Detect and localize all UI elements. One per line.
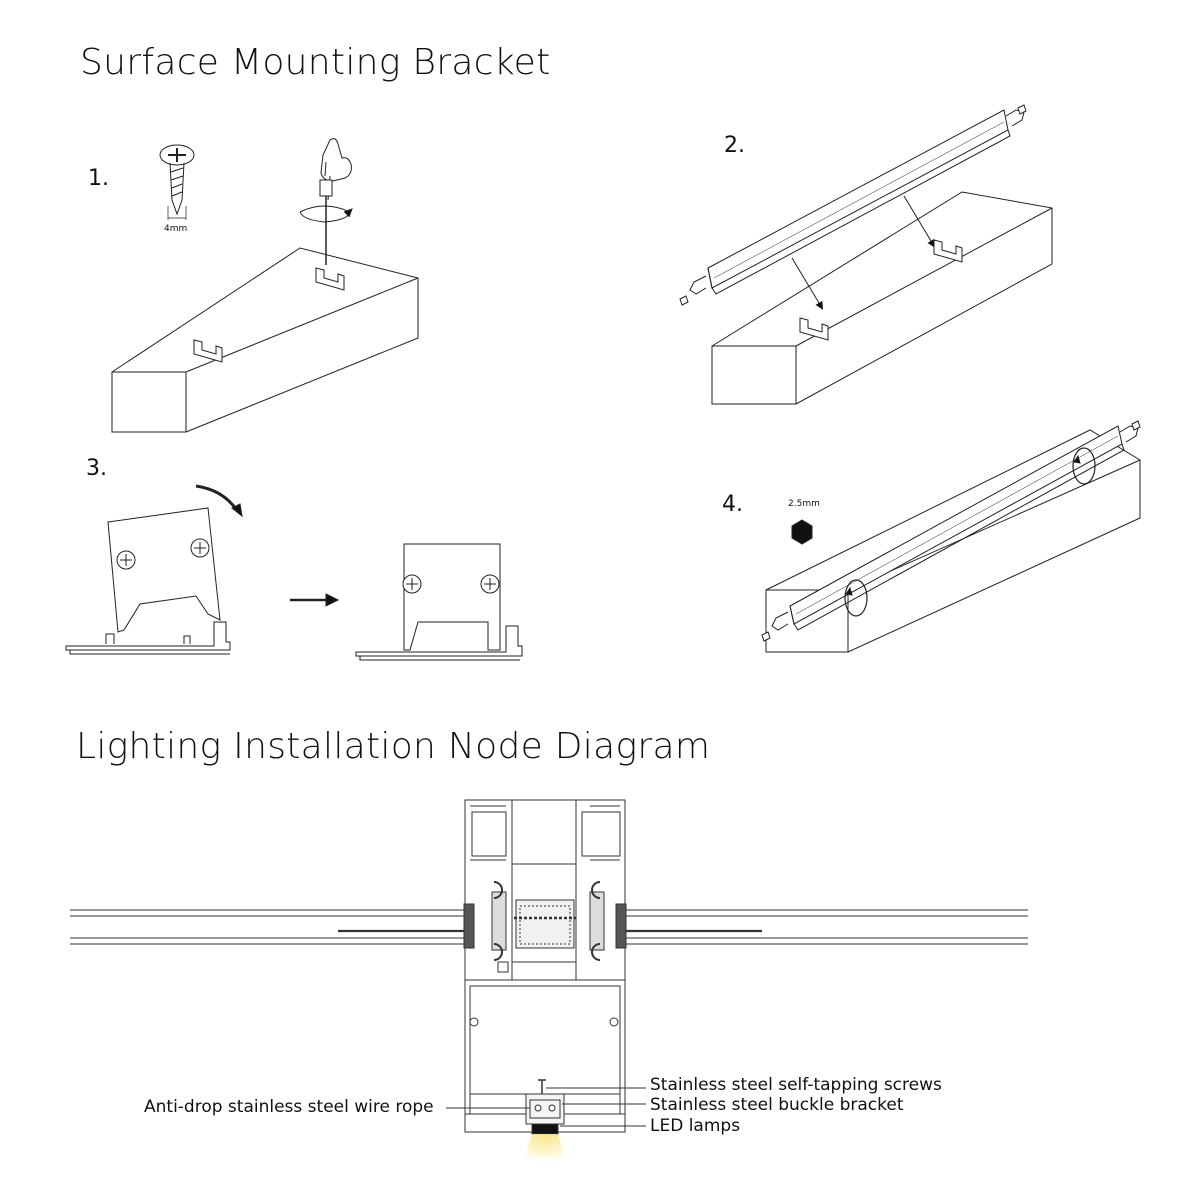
- label-wire-rope: Anti-drop stainless steel wire rope: [144, 1097, 434, 1117]
- led-light-beam: [522, 1134, 568, 1166]
- label-led-lamps: LED lamps: [650, 1116, 741, 1136]
- step-3-illustration: [65, 484, 523, 661]
- label-self-tapping-screws: Stainless steel self-tapping screws: [650, 1075, 942, 1095]
- step-2-number: 2.: [724, 133, 745, 158]
- hand-screwdriver-icon: [299, 138, 353, 265]
- screw-head-icon: [116, 550, 136, 570]
- screw-head-icon: [480, 574, 500, 594]
- hex-size-label: 2.5mm: [788, 499, 820, 509]
- section-title-surface-mounting: Surface Mounting Bracket: [80, 42, 551, 83]
- screw-head-icon: [402, 574, 422, 594]
- step-1-illustration: [111, 138, 419, 433]
- step-4-number: 4.: [722, 492, 743, 517]
- screw-size-label: 4mm: [164, 224, 188, 234]
- section-title-node-diagram: Lighting Installation Node Diagram: [76, 726, 711, 767]
- leader-lines: [446, 1087, 646, 1127]
- node-section-drawing: [70, 799, 1028, 1135]
- step-4-illustration: [761, 420, 1141, 653]
- step-3-number: 3.: [86, 456, 107, 481]
- label-buckle-bracket: Stainless steel buckle bracket: [650, 1095, 904, 1115]
- mounting-clip-icon: [315, 267, 345, 291]
- screw-head-icon: [190, 538, 210, 558]
- mounting-clip-icon: [193, 339, 223, 363]
- step-2-illustration: [679, 104, 1053, 405]
- screw-icon: [159, 144, 195, 220]
- step-1-number: 1.: [88, 166, 109, 191]
- hex-key-icon: [791, 519, 813, 545]
